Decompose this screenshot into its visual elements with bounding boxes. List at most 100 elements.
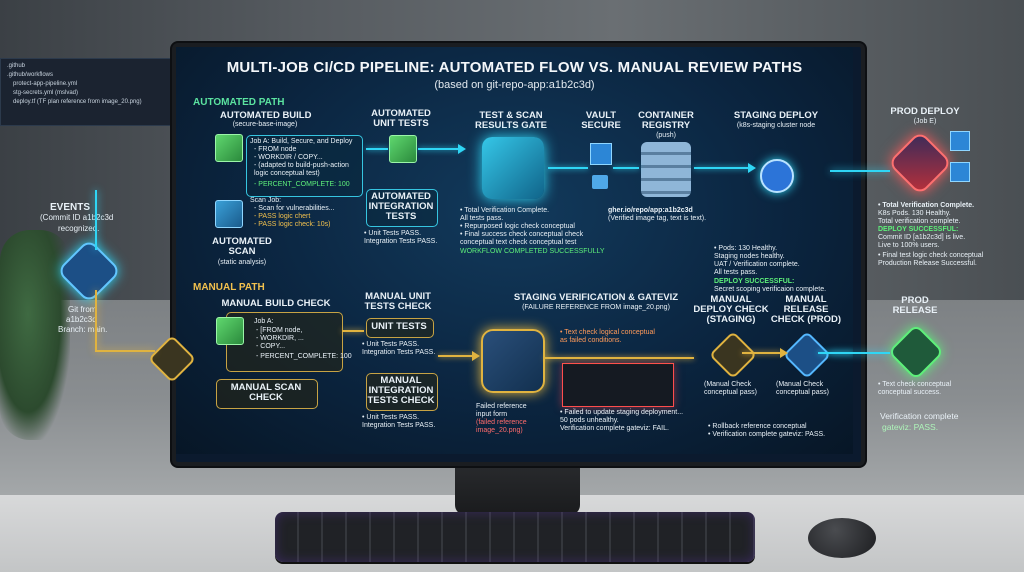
manual-unit-line: • Unit Tests PASS.: [362, 341, 420, 348]
manual-build-title: MANUAL BUILD CHECK: [221, 298, 331, 309]
staging-status: DEPLOY SUCCESSFUL:: [714, 278, 795, 285]
auto-job-line: logic conceptual test): [254, 170, 320, 177]
auto-scan-title2: SCAN: [228, 246, 256, 257]
auto-build-job-card[interactable]: [246, 135, 363, 197]
auto-build-title: AUTOMATED BUILD: [220, 110, 312, 121]
auto-unit-title2: UNIT TESTS: [373, 118, 429, 129]
manual-integ-title: MANUAL: [380, 375, 422, 386]
manual-integ-title2: INTEGRATION: [368, 385, 434, 396]
auto-scan-sub: (static analysis): [217, 259, 267, 266]
auto-percent: - PERCENT_COMPLETE: 100: [254, 181, 350, 188]
manual-unit-hdr: MANUAL UNIT: [365, 291, 431, 302]
error-log-panel: [562, 363, 674, 407]
keyboard[interactable]: [275, 512, 755, 562]
gate-line: • Repurposed logic check conceptual: [460, 223, 575, 230]
file-tree-item[interactable]: .github/workflows: [7, 72, 54, 78]
registry-title2: REGISTRY: [641, 120, 691, 131]
gate-title2: RESULTS GATE: [475, 120, 547, 131]
file-tree-item[interactable]: deploy.tf (TF plan reference from image_…: [13, 99, 142, 105]
registry-server-icon: [641, 142, 691, 197]
prod-line: Total verification complete.: [878, 218, 961, 225]
connector: [342, 330, 364, 332]
registry-sub: (push): [656, 132, 676, 139]
prod-deploy-title: PROD DEPLOY: [890, 106, 960, 117]
manual-unit-line: Integration Tests PASS.: [362, 349, 436, 356]
manual-job-a: Job A:: [254, 318, 274, 325]
manual-release-check-icon: [782, 330, 832, 380]
prod-line: DEPLOY SUCCESSFUL:: [878, 226, 959, 233]
prod-line: Commit ID [a1b2c3d] is live.: [878, 234, 966, 241]
monitor-screen: MULTI-JOB CI/CD PIPELINE: AUTOMATED FLOW…: [176, 47, 853, 454]
manual-release-note2: conceptual pass): [776, 389, 829, 396]
manual-release-title: MANUAL: [785, 294, 827, 305]
auto-job-line: - (adapted to build-push-action: [254, 162, 349, 169]
prod-release-check-icon: [887, 323, 945, 381]
fail-update-line: Verification complete gateviz: FAIL.: [560, 425, 669, 432]
manual-deploy-note: (Manual Check: [704, 381, 752, 388]
prod-line: K8s Pods. 130 Healthy.: [878, 210, 951, 217]
manual-deploy-title3: (STAGING): [706, 314, 756, 325]
manual-release-title3: CHECK (PROD): [770, 314, 842, 325]
manual-release-note: (Manual Check: [776, 381, 824, 388]
arrow: [780, 348, 788, 358]
vault-lock-icon: [592, 175, 608, 189]
events-recognized: recognized.: [58, 224, 100, 233]
file-tree-item[interactable]: protect-app-pipeline.yml: [13, 81, 78, 87]
prod-line: • Final test logic check conceptual: [878, 252, 984, 259]
file-tree-item[interactable]: stg-secrets.yml (mslvad): [13, 90, 79, 96]
prod-line: Live to 100% users.: [878, 242, 940, 249]
connector: [830, 170, 890, 172]
events-repo: a1b2c3d: [66, 315, 97, 324]
verification-text: Verification complete: [880, 411, 959, 421]
prod-cube-icon: [950, 162, 970, 182]
staging-title: STAGING DEPLOY: [733, 110, 819, 121]
manual-integration-card[interactable]: [366, 373, 438, 411]
connector: [830, 352, 890, 354]
gate-line: • Final success check conceptual check: [460, 231, 584, 238]
registry-tag: gher.io/repo/app:a1b2c3d: [608, 207, 693, 214]
auto-scan-line: - PASS logic chert: [254, 213, 311, 220]
auto-integ-title: AUTOMATED: [371, 191, 431, 202]
auto-job-a: Job A: Build, Secure, and Deploy: [250, 138, 353, 145]
fail-update-line: • Failed to update staging deployment...: [560, 409, 684, 416]
manual-scan-card[interactable]: [216, 379, 318, 409]
connector: [613, 167, 639, 169]
rollback-line: • Verification complete gateviz: PASS.: [708, 431, 826, 438]
connector: [742, 352, 782, 354]
connector: [544, 357, 694, 359]
gate-line: All tests pass.: [460, 215, 504, 222]
manual-integ-line: Integration Tests PASS.: [362, 422, 436, 429]
mouse[interactable]: [808, 518, 876, 558]
prod-release-note2: conceptual success.: [878, 389, 942, 396]
file-tree-item[interactable]: .github: [7, 63, 26, 69]
events-branch: Branch: main.: [58, 325, 108, 334]
auto-scan-line: - Scan for vulnerabilities...: [254, 205, 335, 212]
fail-line: (failed reference: [476, 419, 527, 426]
fail-note: • Text check logical conceptual: [560, 329, 655, 336]
manual-unit-card[interactable]: [366, 318, 434, 338]
manual-build-card[interactable]: [226, 312, 343, 372]
manual-release-title2: RELEASE: [783, 304, 829, 315]
manual-integ-title3: TESTS CHECK: [367, 395, 435, 406]
manual-job-line: - PERCENT_COMPLETE: 100: [256, 353, 352, 360]
vault-title2: SECURE: [581, 120, 621, 131]
connector: [95, 290, 97, 350]
prod-cube-icon: [950, 131, 970, 151]
fail-note2: as failed conditions.: [560, 337, 622, 344]
connector: [366, 148, 388, 150]
manual-job-line: - [FROM node,: [256, 327, 303, 334]
auto-scan-job: Scan Job:: [250, 197, 282, 204]
auto-integ-title3: TESTS: [385, 211, 417, 222]
staging-sub: (k8s-staging cluster node: [736, 122, 816, 129]
connector: [438, 355, 476, 357]
auto-integration-card[interactable]: [366, 189, 438, 227]
registry-tag2: (Verified image tag, text is text).: [608, 215, 707, 222]
connector: [95, 190, 97, 250]
events-git-from: Git from: [68, 305, 97, 314]
gate-line: conceptual text check conceptual test: [460, 239, 577, 246]
connector: [95, 350, 155, 352]
auto-scan-title: AUTOMATED: [212, 236, 272, 247]
verification-text2: gateviz: PASS.: [882, 422, 939, 432]
connector: [548, 167, 588, 169]
unit-test-cube-icon: [389, 135, 417, 163]
